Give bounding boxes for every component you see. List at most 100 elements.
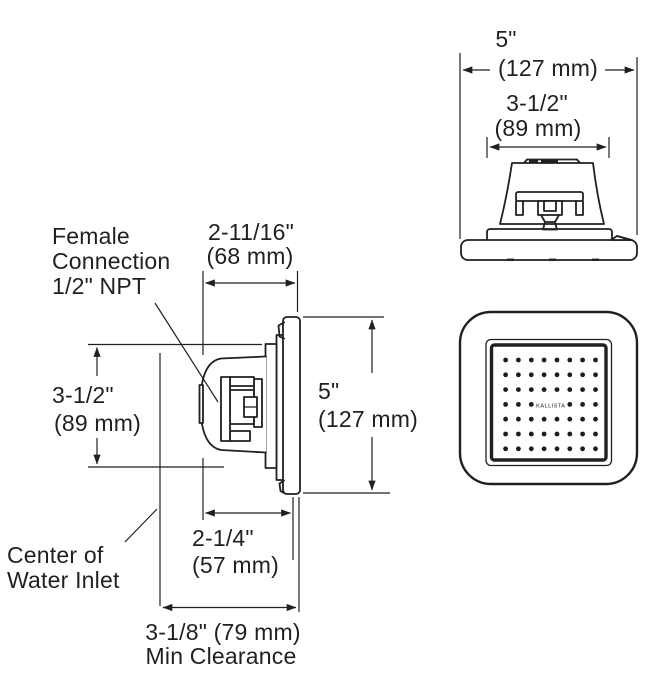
spray-nozzle-dot bbox=[567, 431, 573, 437]
mounting-clip-bottom bbox=[278, 479, 285, 494]
inlet-back-bar bbox=[220, 376, 231, 442]
bracket-right-flange bbox=[575, 200, 584, 216]
spray-nozzle-dot bbox=[528, 416, 534, 422]
dimension-face-height: 3-1/2" (89 mm) bbox=[52, 343, 262, 468]
spray-nozzle-dot bbox=[503, 416, 508, 422]
spray-nozzle-dot bbox=[580, 372, 585, 378]
spray-nozzle-dot bbox=[516, 372, 521, 378]
dim-plate-height-metric: (127 mm) bbox=[318, 406, 418, 432]
spray-nozzle-dot bbox=[541, 387, 547, 392]
spray-nozzle-dot bbox=[516, 446, 521, 452]
sprayhead-top-bump bbox=[523, 158, 581, 164]
spray-nozzle-dot bbox=[580, 446, 585, 452]
wall-plate-profile bbox=[282, 316, 301, 495]
wall-plate bbox=[460, 239, 638, 261]
spray-nozzle-dot bbox=[528, 402, 534, 407]
nozzle-throat bbox=[540, 214, 560, 231]
mounting-tab-line bbox=[616, 235, 630, 241]
dimension-face-width: 3-1/2" (89 mm) bbox=[486, 90, 610, 158]
nozzle-bracket-bar bbox=[515, 191, 584, 202]
center-water-inlet-line2: Water Inlet bbox=[7, 567, 120, 593]
view-side-profile bbox=[198, 316, 301, 495]
nozzle-slot-mark bbox=[529, 160, 538, 163]
spray-nozzle-dot bbox=[580, 387, 585, 392]
spray-nozzle-dot bbox=[541, 372, 547, 378]
dimension-depth: 2-11/16" (68 mm) bbox=[202, 219, 299, 355]
spray-nozzle-dot bbox=[516, 431, 521, 437]
spray-nozzle-dot bbox=[593, 402, 598, 407]
spray-nozzle-dot bbox=[516, 416, 521, 422]
spray-nozzle-dot bbox=[503, 402, 508, 407]
spray-nozzle-dot bbox=[528, 446, 534, 452]
dome-front-flat bbox=[198, 384, 204, 424]
inlet-bottom-arm bbox=[229, 430, 251, 442]
plate-foot-mark bbox=[549, 258, 556, 261]
spray-nozzle-dot bbox=[567, 372, 573, 378]
spray-nozzle-dot bbox=[593, 372, 598, 378]
spray-nozzle-dot bbox=[567, 416, 573, 422]
spray-nozzle-dot bbox=[567, 446, 573, 452]
dim-face-width-metric: (89 mm) bbox=[494, 115, 581, 141]
spray-nozzle-dot bbox=[541, 431, 547, 437]
dim-face-height-imperial: 3-1/2" bbox=[52, 382, 114, 408]
spray-nozzle-dot bbox=[516, 402, 521, 407]
spray-nozzle-dot bbox=[580, 416, 585, 422]
spray-nozzle-dot bbox=[567, 402, 573, 407]
dim-face-width-imperial: 3-1/2" bbox=[506, 90, 568, 116]
spray-nozzle-dot bbox=[554, 357, 560, 363]
spray-nozzle-dot bbox=[554, 446, 560, 452]
spray-nozzle-dot bbox=[528, 387, 534, 392]
spray-nozzle-dot bbox=[528, 372, 534, 378]
spray-nozzle-dot bbox=[541, 416, 547, 422]
spray-nozzle-dot bbox=[580, 402, 585, 407]
bracket-left-flange bbox=[515, 200, 524, 216]
inlet-top-arm bbox=[229, 376, 255, 387]
spray-nozzle-dot bbox=[580, 357, 585, 363]
dim-inlet-setback-imperial: 2-1/4" bbox=[192, 525, 254, 551]
label-female-connection: Female Connection 1/2" NPT bbox=[52, 223, 219, 403]
spray-nozzle-dot bbox=[554, 387, 560, 392]
dim-min-clearance-label: Min Clearance bbox=[146, 643, 297, 669]
spray-nozzle-dot bbox=[503, 387, 508, 392]
dim-plate-width-metric: (127 mm) bbox=[498, 55, 598, 81]
spray-nozzle-dot bbox=[528, 431, 534, 437]
female-connection-line3: 1/2" NPT bbox=[52, 273, 146, 299]
escutcheon-flange-inner bbox=[264, 343, 278, 469]
dimension-plate-height: 5" (127 mm) bbox=[303, 316, 418, 494]
spray-nozzle-dot bbox=[503, 431, 508, 437]
view-side-elevation bbox=[460, 158, 638, 261]
spray-nozzle-dot bbox=[516, 387, 521, 392]
spray-nozzle-dot bbox=[528, 357, 534, 363]
spray-nozzle-dot bbox=[593, 446, 598, 452]
nozzle-socket-inner bbox=[543, 200, 557, 212]
mounting-clip-top bbox=[277, 321, 285, 340]
spray-nozzle-dot bbox=[593, 357, 598, 363]
spray-nozzle-dot bbox=[516, 357, 521, 363]
dim-depth-imperial: 2-11/16" bbox=[208, 219, 294, 245]
spray-nozzle-dot bbox=[593, 431, 598, 437]
label-center-water-inlet: Center of Water Inlet bbox=[7, 353, 161, 606]
dimension-min-clearance: 3-1/8" (79 mm) Min Clearance bbox=[145, 497, 300, 669]
leader-line bbox=[154, 302, 219, 403]
center-water-inlet-line1: Center of bbox=[7, 542, 104, 568]
dimension-plate-width: 5" (127 mm) bbox=[459, 26, 638, 239]
spray-nozzle-dot bbox=[593, 387, 598, 392]
female-connection-line2: Connection bbox=[52, 248, 170, 274]
spray-nozzle-grid bbox=[503, 357, 598, 452]
spray-nozzle-dot bbox=[503, 446, 508, 452]
spray-nozzle-dot bbox=[554, 416, 560, 422]
dimension-inlet-setback: 2-1/4" (57 mm) bbox=[192, 458, 294, 578]
plate-foot-mark bbox=[507, 258, 514, 261]
dim-min-clearance-value: 3-1/8" (79 mm) bbox=[145, 619, 300, 645]
spray-nozzle-dot bbox=[593, 416, 598, 422]
female-connection-line1: Female bbox=[52, 223, 130, 249]
spray-nozzle-dot bbox=[503, 372, 508, 378]
spray-nozzle-dot bbox=[580, 431, 585, 437]
dim-depth-metric: (68 mm) bbox=[206, 243, 293, 269]
dim-plate-height-imperial: 5" bbox=[318, 378, 339, 404]
spray-nozzle-dot bbox=[554, 372, 560, 378]
brand-text: KALLISTA bbox=[536, 403, 565, 409]
dim-inlet-setback-metric: (57 mm) bbox=[192, 552, 279, 578]
